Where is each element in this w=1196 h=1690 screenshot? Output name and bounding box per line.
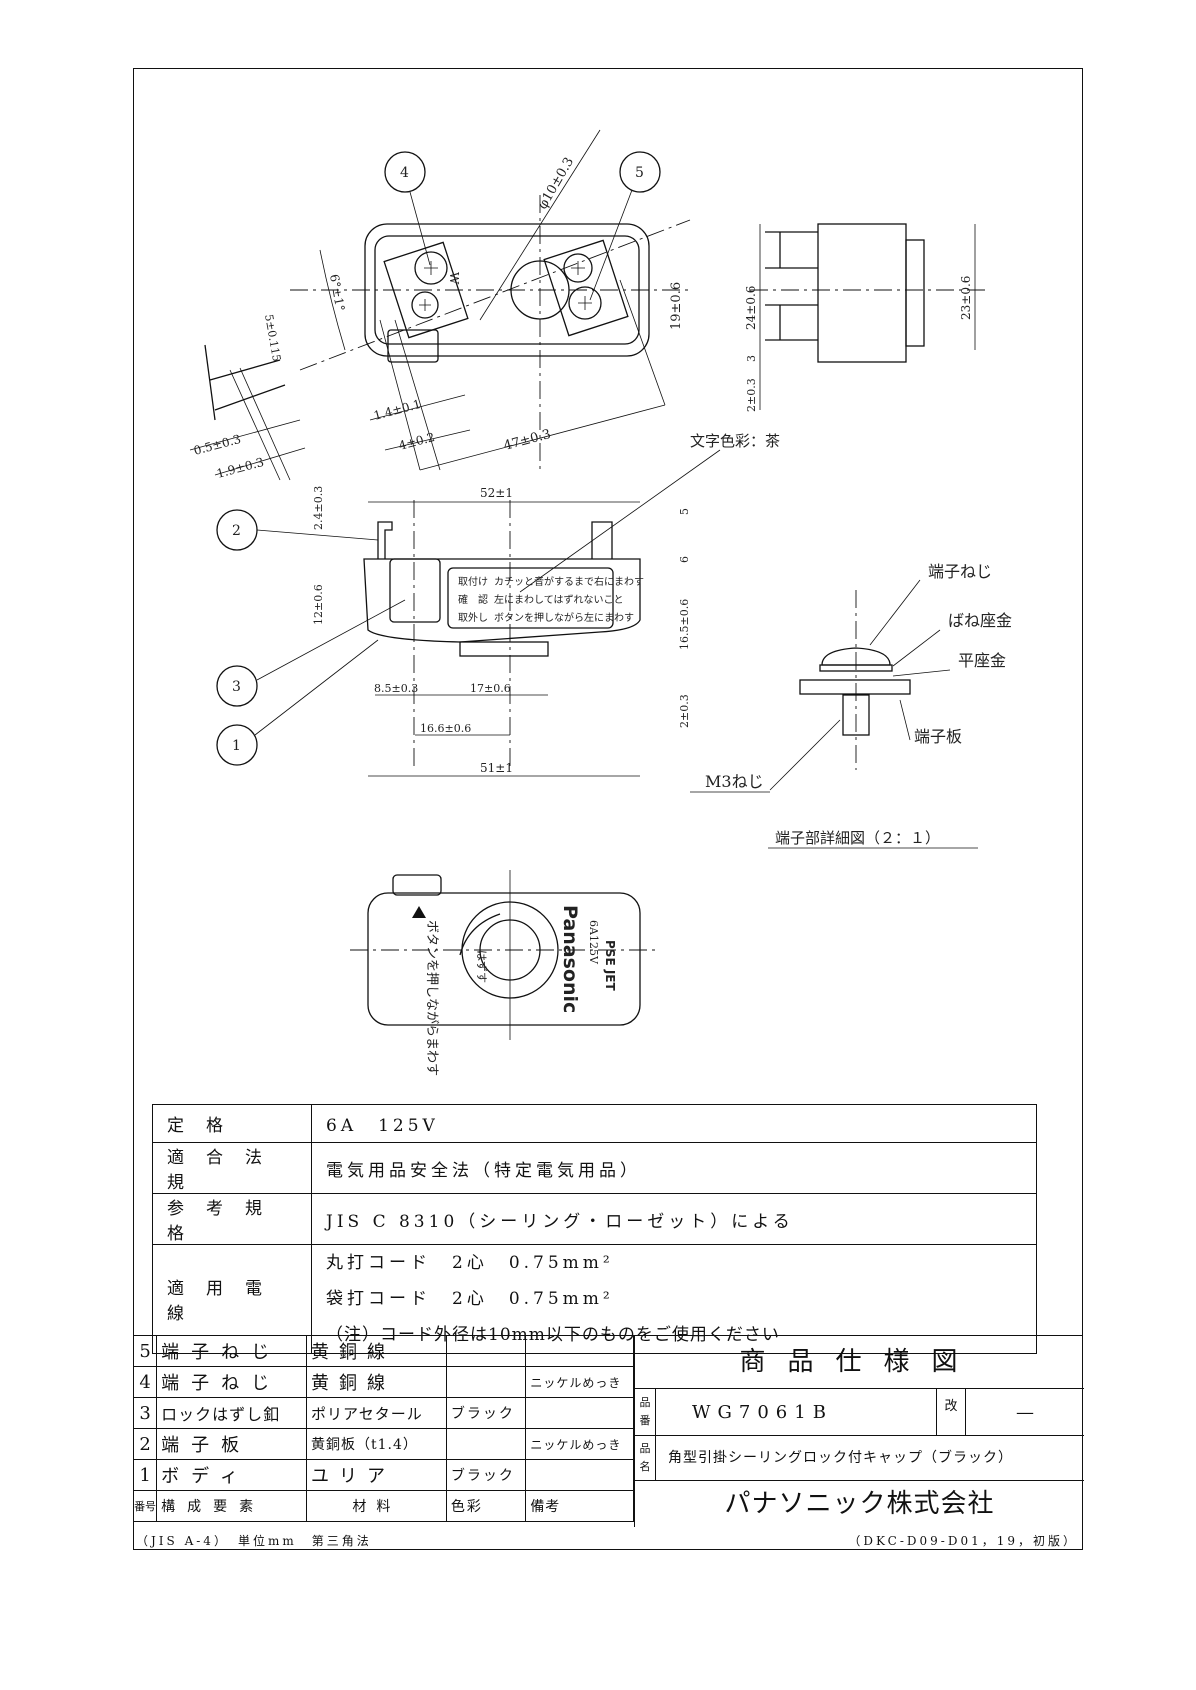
svg-text:はずす: はずす <box>475 950 488 983</box>
drawing-frame <box>133 68 1083 1550</box>
w-mark: W <box>447 272 461 285</box>
footer-left: （JIS A-4） 単位mm 第三角法 <box>136 1534 372 1548</box>
svg-text:3: 3 <box>232 679 241 695</box>
svg-text:2.4±0.3: 2.4±0.3 <box>312 486 325 530</box>
svg-text:16.5±0.6: 16.5±0.6 <box>678 599 691 650</box>
svg-text:6A125V: 6A125V <box>587 920 600 965</box>
svg-text:平座金: 平座金 <box>958 651 1006 670</box>
detail-title: 端子部詳細図（２：１） <box>775 829 940 847</box>
terminal-screw-left <box>383 241 469 363</box>
dim-1-4: 1.4±0.1 <box>372 397 422 423</box>
bottom-view: ボタンを押しながらまわす はずす Panasonic 6A125V PSE JE… <box>350 870 660 1076</box>
brand-logo: Panasonic <box>559 905 581 1013</box>
svg-text:16.6±0.6: 16.6±0.6 <box>420 722 471 735</box>
company-name: パナソニック株式会社 <box>724 1489 995 1519</box>
svg-text:左にまわしてはずれないこと: 左にまわしてはずれないこと <box>494 593 624 606</box>
svg-text:カチッと音がするまで右にまわす: カチッと音がするまで右にまわす <box>494 575 644 588</box>
svg-text:ボタンを押しながら左にまわす: ボタンを押しながら左にまわす <box>494 611 634 624</box>
dim-23: 23±0.6 <box>959 276 973 320</box>
svg-text:1: 1 <box>232 738 241 754</box>
svg-text:4: 4 <box>400 165 409 181</box>
svg-text:確 認: 確 認 <box>458 593 488 606</box>
footer-right: （DKC-D09-D01，19，初版） <box>848 1534 1078 1548</box>
svg-text:8.5±0.3: 8.5±0.3 <box>374 682 418 695</box>
top-view: φ10±0.3 19±0.6 1.4±0.1 4±0.2 47±0.3 6°±1… <box>189 129 691 481</box>
dim-47: 47±0.3 <box>502 427 552 454</box>
dim-0-5: 0.5±0.3 <box>192 432 242 458</box>
svg-text:M3ねじ: M3ねじ <box>705 772 764 791</box>
color-note: 文字色彩：茶 <box>690 432 780 450</box>
dim-diameter: φ10±0.3 <box>535 155 577 212</box>
svg-text:ばね座金: ばね座金 <box>948 611 1012 630</box>
usage-label: 取付け カチッと音がするまで右にまわす 確 認 左にまわしてはずれないこと 取外… <box>458 575 644 624</box>
terminal-screw-right <box>543 239 629 337</box>
product-name: 角型引掛シーリングロック付キャップ（ブラック） <box>656 1436 1084 1481</box>
svg-text:取付け: 取付け <box>458 575 488 588</box>
svg-text:17±0.6: 17±0.6 <box>470 682 511 695</box>
dim-19: 19±0.6 <box>669 282 684 330</box>
svg-text:51±1: 51±1 <box>480 761 513 775</box>
right-view: 24±0.6 23±0.6 3 2±0.3 <box>744 223 990 412</box>
dim-angle: 6°±1° <box>327 273 347 312</box>
part-balloons: 1 2 3 4 5 <box>216 151 661 766</box>
title-block: 商品仕様図 品番 WG7061B 改 — 品名 角型引掛シーリングロック付キャッ… <box>634 1335 1084 1527</box>
dim-3: 3 <box>745 355 758 362</box>
dim-4: 4±0.2 <box>397 430 436 453</box>
dim-5: 5±0.115 <box>262 313 283 362</box>
svg-text:2: 2 <box>232 523 241 539</box>
table-header: 番号構成要素材料色彩備考 <box>132 1490 634 1522</box>
drawing-title: 商品仕様図 <box>635 1336 1084 1389</box>
svg-text:12±0.6: 12±0.6 <box>312 584 325 625</box>
svg-text:2±0.3: 2±0.3 <box>678 694 691 728</box>
terminal-detail: 端子ねじ ばね座金 平座金 端子板 M3ねじ 端子部詳細図（２：１） <box>690 562 1012 849</box>
pse-mark: PSE JET <box>603 940 617 991</box>
svg-text:端子板: 端子板 <box>914 727 962 746</box>
svg-text:ボタンを押しながらまわす: ボタンを押しながらまわす <box>424 920 439 1076</box>
svg-text:5: 5 <box>678 508 691 515</box>
svg-text:取外し: 取外し <box>458 612 488 624</box>
svg-text:6: 6 <box>678 556 691 563</box>
revision: — <box>966 1389 1084 1436</box>
technical-drawing: φ10±0.3 19±0.6 1.4±0.1 4±0.2 47±0.3 6°±1… <box>189 129 1012 1076</box>
front-view: 取付け カチッと音がするまで右にまわす 確 認 左にまわしてはずれないこと 取外… <box>312 432 780 777</box>
svg-text:端子ねじ: 端子ねじ <box>928 562 992 581</box>
part-number: WG7061B <box>656 1389 936 1436</box>
dim-2: 2±0.3 <box>745 378 758 412</box>
dim-52: 52±1 <box>480 486 513 500</box>
dim-24: 24±0.6 <box>744 286 758 330</box>
dim-1-9: 1.9±0.3 <box>215 455 265 481</box>
svg-text:5: 5 <box>635 165 644 181</box>
